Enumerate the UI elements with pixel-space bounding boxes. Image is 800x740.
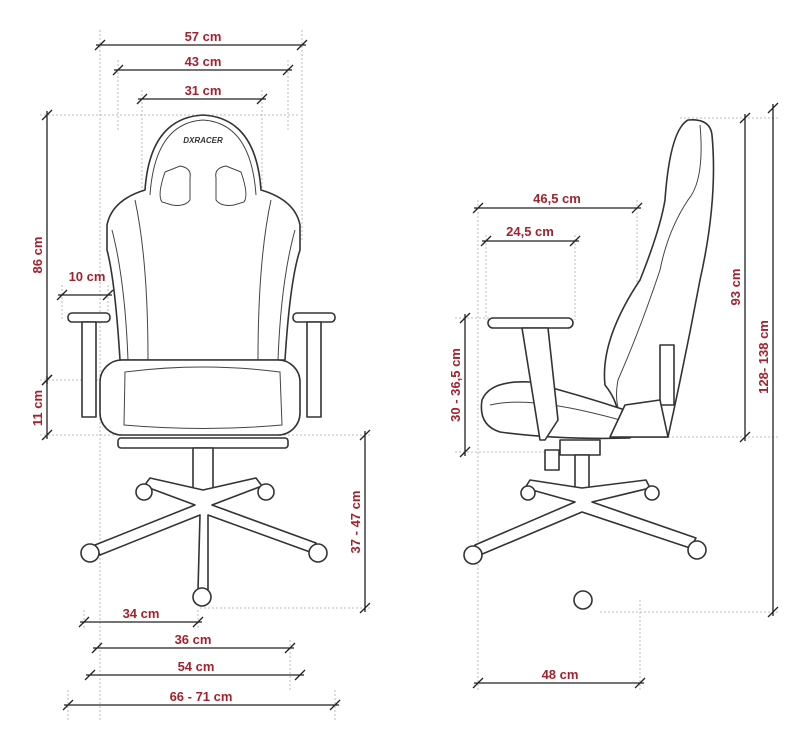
label-seat-height: 37 - 47 cm bbox=[348, 491, 363, 554]
horizontal-dimension-line bbox=[480, 235, 581, 247]
label-seat-outer: 54 cm bbox=[178, 659, 215, 674]
horizontal-dimension-line bbox=[94, 39, 308, 51]
horizontal-dimension-line bbox=[112, 64, 294, 76]
label-backrest-height: 86 cm bbox=[30, 237, 45, 274]
logo-text: DXRACER bbox=[183, 136, 223, 145]
label-seat-depth: 46,5 cm bbox=[533, 191, 581, 206]
horizontal-dimension-line bbox=[91, 642, 296, 654]
horizontal-dimension-line bbox=[472, 677, 646, 689]
vertical-dimension-line bbox=[359, 429, 371, 614]
label-armrest-height: 11 cm bbox=[30, 390, 45, 426]
label-overall-width: 57 cm bbox=[185, 29, 222, 44]
label-backrest-width: 43 cm bbox=[185, 54, 222, 69]
vertical-dimension-line bbox=[767, 102, 779, 618]
horizontal-dimension-line bbox=[78, 616, 204, 628]
front-chair-drawing: DXRACER bbox=[67, 114, 336, 607]
label-total-height: 128- 138 cm bbox=[756, 320, 771, 394]
label-armrest-length: 24,5 cm bbox=[506, 224, 554, 239]
horizontal-dimension-line bbox=[472, 202, 643, 214]
label-armrest-width: 10 cm bbox=[69, 269, 106, 284]
label-base-width: 66 - 71 cm bbox=[170, 689, 233, 704]
vertical-dimension-line bbox=[41, 374, 53, 441]
vertical-dimension-line bbox=[739, 112, 751, 443]
dimension-lines bbox=[41, 39, 779, 711]
horizontal-dimension-line bbox=[136, 93, 268, 105]
label-base-depth: 48 cm bbox=[542, 667, 579, 682]
horizontal-dimension-line bbox=[56, 289, 114, 301]
label-side-backrest-height: 93 cm bbox=[728, 269, 743, 306]
horizontal-dimension-line bbox=[62, 699, 341, 711]
vertical-dimension-line bbox=[459, 312, 471, 458]
horizontal-dimension-line bbox=[84, 669, 306, 681]
label-side-armrest-height: 30 - 36,5 cm bbox=[448, 348, 463, 422]
label-seat-width: 36 cm bbox=[175, 632, 212, 647]
side-chair-drawing bbox=[463, 118, 715, 610]
label-base-inner: 34 cm bbox=[123, 606, 160, 621]
label-inner-back-width: 31 cm bbox=[185, 83, 222, 98]
